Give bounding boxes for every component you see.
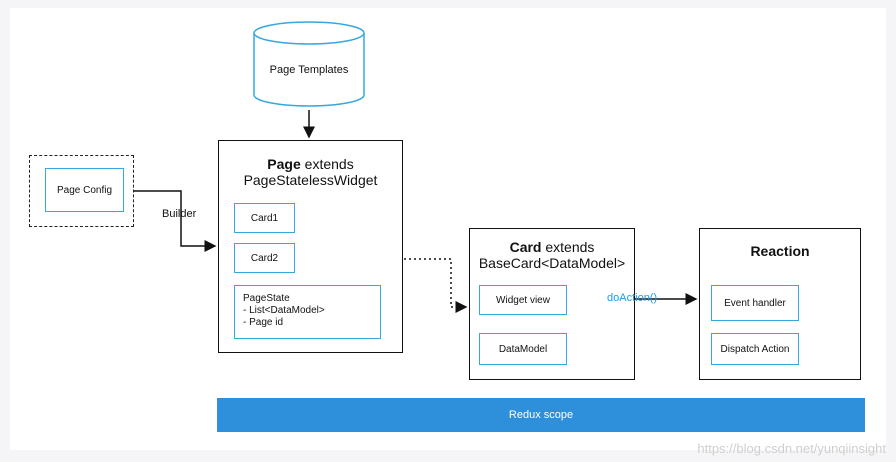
page-state-list: - List<DataModel> xyxy=(243,305,325,316)
widget-view-box[interactable]: Widget view xyxy=(479,285,567,315)
page-state-box[interactable]: PageState - List<DataModel> - Page id xyxy=(234,285,381,339)
page-box-title: Page extends xyxy=(219,156,402,172)
page-box-title-bold: Page xyxy=(267,156,301,172)
data-model-box[interactable]: DataModel xyxy=(479,333,567,365)
page-templates-label: Page Templates xyxy=(269,64,349,76)
page-state-title: PageState xyxy=(243,293,290,304)
event-handler-box[interactable]: Event handler xyxy=(711,285,799,321)
page-box-title-rest: extends xyxy=(300,156,354,172)
page-config-box[interactable]: Page Config xyxy=(45,168,124,212)
redux-scope-bar: Redux scope xyxy=(217,398,865,432)
card-box-title-line2: BaseCard<DataModel> xyxy=(478,255,626,271)
do-action-label: doAction() xyxy=(607,292,658,304)
card-box-title: Card extends xyxy=(470,239,634,255)
card2-box[interactable]: Card2 xyxy=(234,243,295,273)
dispatch-action-box[interactable]: Dispatch Action xyxy=(711,333,799,365)
card-box-title-rest: extends xyxy=(541,239,595,255)
builder-label: Builder xyxy=(162,208,197,220)
page-box-title-line2: PageStatelessWidget xyxy=(243,172,378,188)
card-box-title-bold: Card xyxy=(509,239,542,255)
page-state-id: - Page id xyxy=(243,317,284,328)
reaction-title: Reaction xyxy=(750,243,810,259)
card1-box[interactable]: Card1 xyxy=(234,203,295,233)
watermark: https://blog.csdn.net/yunqiinsight xyxy=(697,441,886,456)
